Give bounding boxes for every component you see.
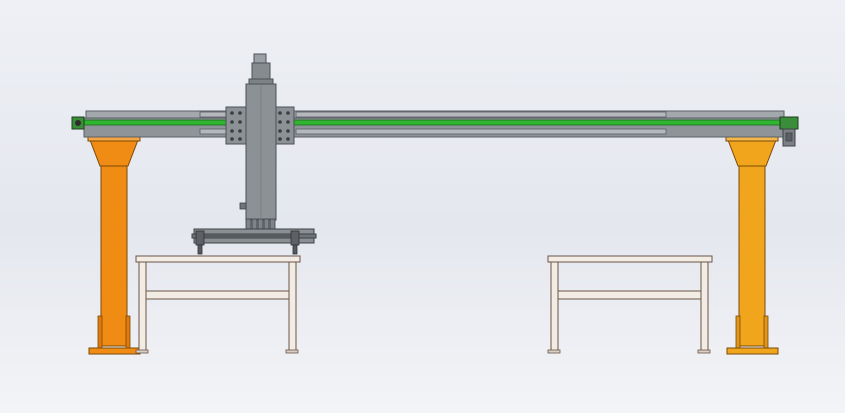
column-right-gusset: [735, 315, 741, 349]
column-right-gusset: [763, 315, 769, 349]
column-left-gusset: [97, 315, 103, 349]
gripper-end-left: [195, 230, 205, 246]
carriage-bolts: [230, 111, 290, 141]
table-right-crossbar: [557, 290, 702, 300]
support-column-left: [87, 136, 141, 355]
gripper-finger-right: [292, 244, 298, 255]
column-right-baseplate: [726, 347, 779, 355]
table-left-crossbar: [145, 290, 290, 300]
support-column-right: [725, 136, 779, 355]
column-right-post: [738, 165, 766, 347]
beam-rail-upper: [295, 111, 667, 118]
table-left-top: [135, 255, 301, 263]
z-column-lower-bracket: [239, 202, 247, 210]
beam-rail-upper-left: [199, 111, 227, 118]
table-right-foot: [697, 349, 711, 354]
beam-rail-lower: [295, 128, 667, 135]
table-left-leg: [288, 261, 297, 353]
column-left-head: [89, 139, 139, 167]
column-left-baseplate: [88, 347, 141, 355]
gripper-finger-left: [197, 244, 203, 255]
column-right-head: [727, 139, 777, 167]
z-axis-column: [239, 53, 277, 221]
table-right-leg: [550, 261, 559, 353]
table-left-foot: [135, 349, 149, 354]
linear-guide: [81, 119, 783, 126]
beam-end-motor-detail: [785, 132, 793, 142]
column-left-gusset: [125, 315, 131, 349]
beam-rail-lower-left: [199, 128, 227, 135]
gripper-cylinders: [245, 218, 276, 230]
table-left-leg: [138, 261, 147, 353]
gripper-assembly: [191, 218, 317, 255]
table-right-top: [547, 255, 713, 263]
table-right-foot: [547, 349, 561, 354]
gantry-beam: [71, 110, 799, 147]
gripper-frame-bottom: [193, 237, 315, 244]
work-table-right: [547, 255, 713, 354]
z-motor-flange: [248, 78, 274, 85]
beam-end-bolt-left: [75, 120, 81, 126]
work-table-left: [135, 255, 301, 354]
table-left-foot: [285, 349, 299, 354]
beam-end-cap-right: [779, 116, 799, 130]
column-left-post: [100, 165, 128, 347]
table-right-leg: [700, 261, 709, 353]
column-left-flange: [87, 136, 141, 142]
gripper-end-right: [290, 230, 300, 246]
column-right-flange: [725, 136, 779, 142]
